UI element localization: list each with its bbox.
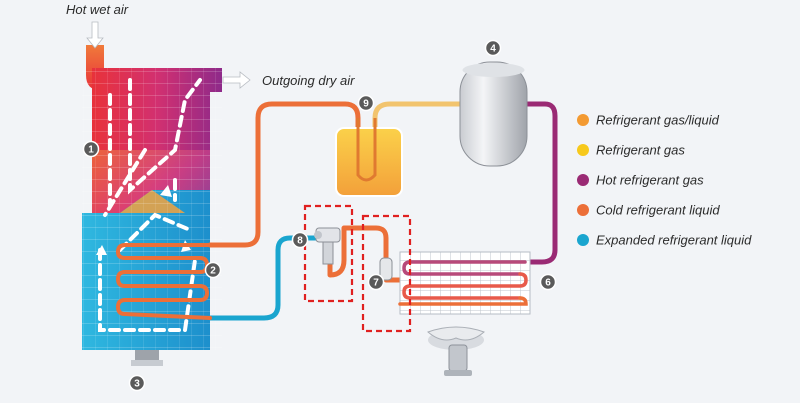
component-badge-6: 6 — [539, 273, 557, 291]
component-number-4: 4 — [490, 44, 496, 55]
legend-item: Cold refrigerant liquid — [577, 203, 720, 218]
component-badge-4: 4 — [484, 39, 502, 57]
component-badge-9: 9 — [357, 94, 375, 112]
refrigerant-piping — [207, 101, 558, 321]
legend-swatch — [577, 144, 589, 156]
air-out-label: Outgoing dry air — [262, 73, 355, 88]
component-number-3: 3 — [134, 379, 140, 390]
legend-item: Refrigerant gas/liquid — [577, 113, 720, 128]
filter-drier — [379, 257, 393, 281]
legend-item: Expanded refrigerant liquid — [577, 233, 752, 248]
legend-label: Expanded refrigerant liquid — [596, 233, 752, 248]
condenser — [398, 251, 531, 315]
component-badge-7: 7 — [367, 273, 385, 291]
component-badge-1: 1 — [82, 140, 100, 158]
expansion-valve — [314, 227, 341, 265]
drain-valve — [131, 360, 163, 366]
legend-swatch — [577, 174, 589, 186]
compressor — [459, 61, 528, 167]
component-number-6: 6 — [545, 278, 551, 289]
component-number-7: 7 — [373, 278, 379, 289]
legend-label: Refrigerant gas/liquid — [596, 113, 720, 128]
legend-label: Cold refrigerant liquid — [596, 203, 720, 218]
component-number-8: 8 — [297, 236, 303, 247]
air-out-arrow-icon — [222, 71, 251, 89]
legend-item: Hot refrigerant gas — [577, 173, 704, 188]
legend-swatch — [577, 114, 589, 126]
drain-connector — [135, 350, 159, 362]
component-number-2: 2 — [210, 266, 216, 277]
component-badge-3: 3 — [128, 374, 146, 392]
highlight-box-filter — [361, 214, 412, 333]
condenser-fan — [427, 326, 485, 376]
legend-swatch — [577, 234, 589, 246]
legend-item: Refrigerant gas — [577, 143, 685, 158]
highlight-box-expansion — [303, 204, 354, 303]
legend-label: Refrigerant gas — [596, 143, 685, 158]
component-number-1: 1 — [88, 145, 94, 156]
legend-label: Hot refrigerant gas — [596, 173, 704, 188]
air-in: Hot wet air — [66, 2, 129, 49]
air-in-label: Hot wet air — [66, 2, 129, 17]
component-badges: 1 2 3 4 6 7 8 9 — [82, 39, 557, 392]
component-number-9: 9 — [363, 99, 369, 110]
air-in-arrow-icon — [86, 21, 104, 49]
highlight-boxes — [303, 204, 412, 333]
component-badge-8: 8 — [291, 231, 309, 249]
refrigerant-separator — [335, 118, 403, 197]
air-out: Outgoing dry air — [222, 71, 355, 89]
legend-swatch — [577, 204, 589, 216]
air-flow-arrows — [98, 78, 202, 332]
component-badge-2: 2 — [204, 261, 222, 279]
evaporator-coil — [115, 243, 212, 320]
